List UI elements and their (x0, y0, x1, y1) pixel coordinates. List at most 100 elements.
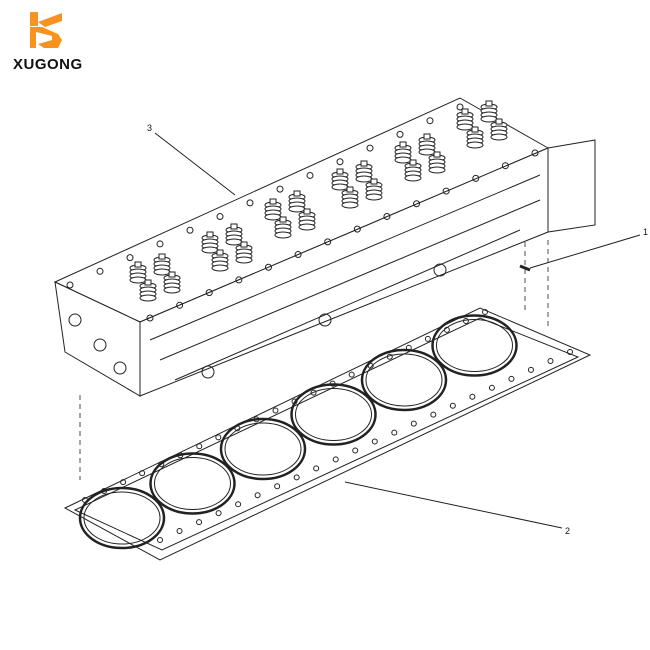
valve-spring (331, 183, 349, 191)
callout-2: 2 (565, 526, 570, 536)
gasket-hole (254, 492, 261, 499)
valve-retainer (216, 249, 224, 256)
logo-k-mark (30, 12, 62, 48)
valve-retainer (346, 186, 354, 193)
valve-spring (428, 166, 446, 174)
port-opening (201, 365, 215, 379)
valve-retainer (158, 253, 166, 260)
gasket-hole (410, 420, 417, 427)
gasket-hole (469, 393, 476, 400)
valve-spring (274, 231, 292, 239)
gasket-hole (371, 438, 378, 445)
valve-retainer (471, 126, 479, 133)
valve-retainer (168, 271, 176, 278)
valve-retainer (240, 241, 248, 248)
gasket-hole (367, 362, 374, 369)
valve-spring (288, 205, 306, 213)
gasket-hole (176, 528, 183, 535)
gasket-hole (391, 429, 398, 436)
head-bolt-hole (366, 144, 374, 152)
head-bolt-hole (156, 240, 164, 248)
gasket-hole (527, 366, 534, 373)
valve-retainer (303, 208, 311, 215)
valve-retainer (495, 118, 503, 125)
valve-retainer (269, 198, 277, 205)
cylinder-head (53, 97, 596, 397)
gasket-bore-inner (224, 422, 302, 476)
valve-spring (264, 213, 282, 221)
leader-line-1 (529, 234, 641, 269)
head-bolt-hole (126, 254, 134, 262)
port-opening (433, 263, 447, 277)
gasket-hole (234, 425, 241, 432)
gasket-hole (291, 398, 298, 405)
valve-spring (365, 193, 383, 201)
gasket-hole (139, 470, 146, 477)
head-bolt-hole (216, 213, 224, 221)
gasket-hole (235, 501, 242, 508)
head-bolt-hole (396, 130, 404, 138)
valve-spring (404, 174, 422, 182)
valve-spring (418, 148, 436, 156)
gasket-hole (332, 456, 339, 463)
valve-spring (298, 223, 316, 231)
valve-spring (456, 123, 474, 131)
head-bolt-hole (264, 263, 272, 271)
head-gasket (63, 307, 592, 561)
head-bolt-hole (246, 199, 254, 207)
gasket-hole (386, 353, 393, 360)
port-opening (68, 313, 82, 327)
gasket-hole (82, 497, 88, 503)
port-opening (93, 338, 107, 352)
gasket-hole (329, 380, 336, 387)
gasket-hole (253, 416, 260, 423)
gasket-hole (274, 483, 281, 490)
head-bolt-hole (383, 212, 391, 220)
valve-retainer (433, 151, 441, 158)
head-bolt-hole (353, 225, 361, 233)
gasket-hole (157, 537, 163, 543)
head-bolt-hole (176, 301, 184, 309)
gasket-hole (215, 510, 222, 517)
gasket-bore (149, 452, 236, 515)
gasket-hole (443, 326, 450, 333)
brand-name: XUGONG (13, 56, 83, 73)
port-opening (318, 313, 332, 327)
valve-spring (394, 156, 412, 164)
gasket-hole (348, 371, 355, 378)
gasket-bore-inner (154, 457, 231, 510)
head-bolt-hole (531, 149, 539, 157)
head-bolt-hole (442, 187, 450, 195)
head-bolt-hole (336, 158, 344, 166)
valve-spring (235, 256, 253, 264)
gasket-hole (567, 349, 573, 355)
gasket-bore-inner (436, 319, 513, 372)
head-bolt-hole (235, 276, 243, 284)
valve-retainer (230, 223, 238, 230)
gasket-hole (313, 465, 320, 472)
valve-retainer (360, 160, 368, 167)
gasket-bore (290, 383, 377, 446)
gasket-hole (482, 309, 488, 315)
gasket-hole (101, 488, 108, 495)
gasket-hole (215, 434, 222, 441)
head-bolt-hole (66, 281, 74, 289)
gasket-hole (196, 519, 203, 526)
valve-spring (490, 133, 508, 141)
valve-spring (225, 238, 243, 246)
gasket-hole (158, 461, 165, 468)
head-bolt-hole (324, 238, 332, 246)
gasket-bore (219, 417, 307, 481)
valve-spring (341, 201, 359, 209)
head-bolt-hole (294, 251, 302, 259)
valve-spring (355, 175, 373, 183)
callout-3: 3 (147, 123, 152, 133)
gasket-hole (508, 375, 515, 382)
head-bolt-hole (456, 103, 464, 111)
valve-retainer (485, 100, 493, 107)
gasket-hole (462, 317, 469, 324)
valve-spring (153, 268, 171, 276)
gasket-hole (120, 479, 127, 486)
gasket-bore (360, 348, 448, 412)
